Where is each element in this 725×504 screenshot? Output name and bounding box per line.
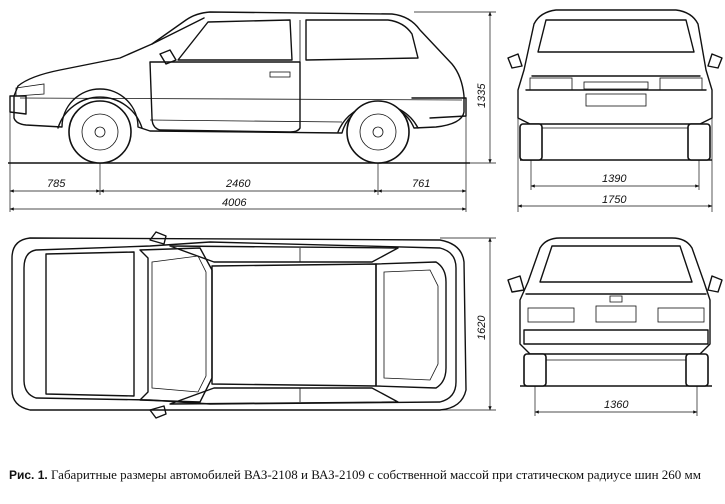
figure-caption: Рис. 1. Габаритные размеры автомобилей В… [9,467,717,483]
dim-width-top: 1620 [476,315,488,340]
top-windshield [139,247,213,403]
rear-wheel [346,100,410,164]
side-body-outline [13,11,465,134]
top-view: 1620 [11,231,496,419]
dim-height: 1335 [476,83,488,108]
dim-wheelbase: 2460 [225,178,251,190]
rear-body-outline [519,237,711,355]
rear-view-left-wheel [523,353,547,387]
side-rear-window [305,19,419,61]
front-view-right-wheel [687,123,711,161]
dim-overall-length: 4006 [222,197,247,209]
front-wheel [68,100,132,164]
rear-view: 1360 [507,237,723,416]
side-front-window [177,19,293,61]
dimension-drawing: 785 2460 761 4006 1335 1390 1750 [8,9,723,419]
side-view: 785 2460 761 4006 1335 [8,11,496,212]
dim-rear-overhang: 761 [412,178,430,190]
dim-front-overhang: 785 [47,178,66,190]
caption-text: Габаритные размеры автомобилей ВАЗ-2108 … [50,467,701,482]
caption-label: Рис. 1. [9,468,48,482]
side-door [149,61,301,133]
top-hood [45,251,135,397]
front-view-left-wheel [519,123,543,161]
dim-overall-width: 1750 [602,194,627,206]
dim-front-track: 1390 [602,173,627,185]
top-roof [211,263,377,387]
top-rear-window [375,261,447,389]
dim-rear-track: 1360 [604,399,629,411]
rear-window [539,245,693,283]
front-windshield [537,19,695,53]
front-view: 1390 1750 [507,9,723,212]
front-body-outline [517,9,713,125]
rear-view-right-wheel [685,353,709,387]
